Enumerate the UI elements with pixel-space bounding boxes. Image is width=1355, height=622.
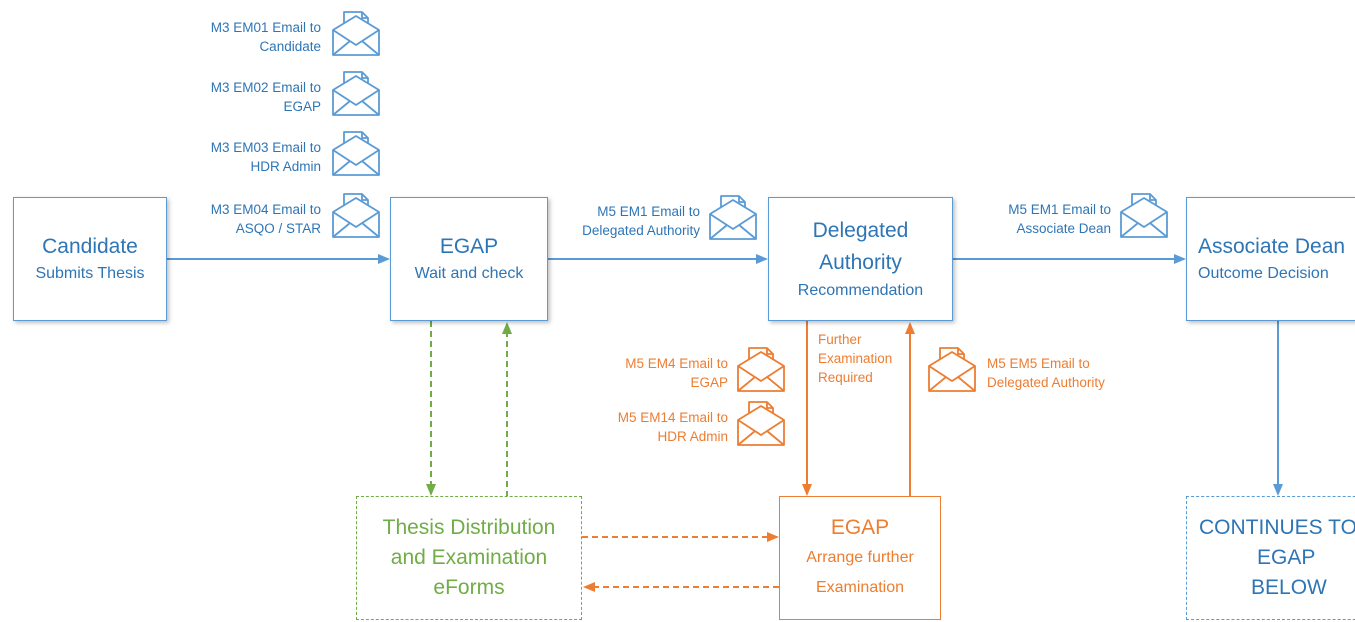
email-label-line2: Delegated Authority bbox=[987, 375, 1105, 390]
associate-dean-box: Associate Dean Outcome Decision bbox=[1186, 197, 1355, 321]
email-label-line2: Associate Dean bbox=[1016, 221, 1111, 236]
email-label-line1: M5 EM1 Email to bbox=[1008, 202, 1111, 217]
envelope-icon bbox=[737, 401, 785, 446]
email-label-line1: M5 EM4 Email to bbox=[625, 356, 728, 371]
continues-line2: EGAP bbox=[1257, 546, 1316, 569]
email-label-line2: ASQO / STAR bbox=[235, 221, 321, 236]
continues-line1: CONTINUES TO bbox=[1199, 516, 1355, 539]
candidate-subtitle: Submits Thesis bbox=[35, 265, 145, 282]
envelope-icon bbox=[332, 131, 380, 176]
continues-line3: BELOW bbox=[1251, 576, 1327, 599]
egap-arrange-subtitle-line1: Arrange further bbox=[806, 549, 914, 566]
email-label-m5-em4: M5 EM4 Email to EGAP bbox=[625, 354, 728, 392]
envelope-icon bbox=[332, 193, 380, 238]
eforms-box: Thesis Distribution and Examination eFor… bbox=[356, 496, 582, 620]
delegated-subtitle: Recommendation bbox=[797, 282, 924, 299]
email-label-line1: M3 EM03 Email to bbox=[210, 140, 321, 155]
further-examination-label: Further Examination Required bbox=[818, 330, 892, 387]
further-line3: Required bbox=[818, 370, 873, 385]
email-label-line2: Delegated Authority bbox=[582, 223, 700, 238]
email-label-m3-em03: M3 EM03 Email to HDR Admin bbox=[211, 138, 321, 176]
email-label-line1: M5 EM5 Email to bbox=[987, 356, 1090, 371]
continues-box: CONTINUES TO EGAP BELOW bbox=[1186, 496, 1355, 620]
email-label-line2: EGAP bbox=[690, 375, 728, 390]
associate-subtitle: Outcome Decision bbox=[1198, 265, 1329, 282]
email-label-m3-em04: M3 EM04 Email to ASQO / STAR bbox=[211, 200, 321, 238]
envelope-icon bbox=[928, 347, 976, 392]
email-label-line1: M3 EM02 Email to bbox=[210, 80, 321, 95]
egap-arrange-title: EGAP bbox=[830, 516, 890, 539]
email-label-line2: HDR Admin bbox=[657, 429, 728, 444]
candidate-box: Candidate Submits Thesis bbox=[13, 197, 167, 321]
delegated-title-line2: Authority bbox=[819, 251, 902, 274]
candidate-title: Candidate bbox=[42, 235, 138, 258]
egap-arrange-subtitle-line2: Examination bbox=[815, 579, 905, 596]
egap-arrange-box: EGAP Arrange further Examination bbox=[779, 496, 941, 620]
delegated-authority-box: Delegated Authority Recommendation bbox=[768, 197, 953, 321]
envelope-icon bbox=[737, 347, 785, 392]
delegated-title-line1: Delegated bbox=[812, 219, 909, 242]
further-line2: Examination bbox=[818, 351, 893, 366]
associate-title: Associate Dean bbox=[1198, 235, 1346, 258]
email-label-line1: M5 EM14 Email to bbox=[617, 410, 728, 425]
email-label-line1: M5 EM1 Email to bbox=[597, 204, 700, 219]
email-label-line1: M3 EM04 Email to bbox=[210, 202, 321, 217]
eforms-line1: Thesis Distribution bbox=[382, 516, 556, 539]
envelope-icon bbox=[332, 11, 380, 56]
email-label-line2: Candidate bbox=[259, 39, 321, 54]
email-label-m5-em1-delegated: M5 EM1 Email to Delegated Authority bbox=[582, 202, 700, 240]
email-label-m5-em14: M5 EM14 Email to HDR Admin bbox=[618, 408, 728, 446]
egap-wait-title: EGAP bbox=[439, 235, 499, 258]
further-line1: Further bbox=[818, 332, 862, 347]
envelope-icon bbox=[1120, 193, 1168, 238]
email-label-m3-em01: M3 EM01 Email to Candidate bbox=[211, 18, 321, 56]
email-label-m5-em5: M5 EM5 Email to Delegated Authority bbox=[987, 354, 1105, 392]
email-label-line2: HDR Admin bbox=[250, 159, 321, 174]
eforms-line3: eForms bbox=[433, 576, 505, 599]
egap-wait-subtitle: Wait and check bbox=[414, 265, 524, 282]
egap-wait-box: EGAP Wait and check bbox=[390, 197, 548, 321]
envelope-icon bbox=[709, 195, 757, 240]
email-label-line1: M3 EM01 Email to bbox=[210, 20, 321, 35]
email-label-m3-em02: M3 EM02 Email to EGAP bbox=[211, 78, 321, 116]
envelope-icon bbox=[332, 71, 380, 116]
eforms-line2: and Examination bbox=[390, 546, 548, 569]
email-label-line2: EGAP bbox=[283, 99, 321, 114]
email-label-m5-em1-associate: M5 EM1 Email to Associate Dean bbox=[1008, 200, 1111, 238]
